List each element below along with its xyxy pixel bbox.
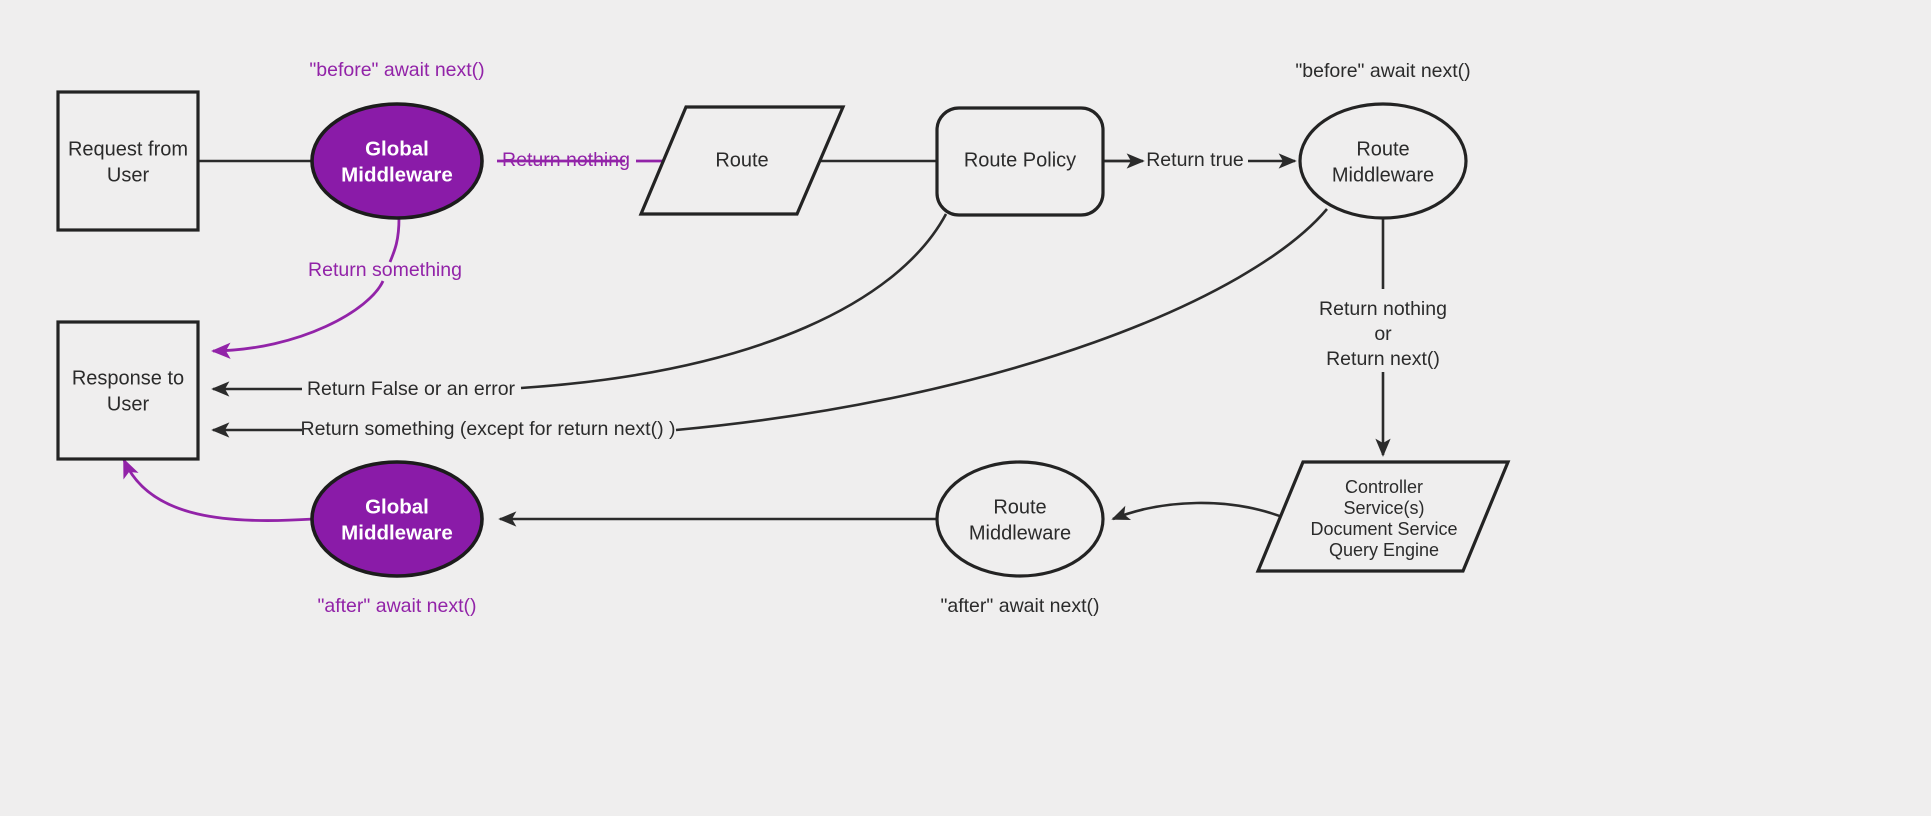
- annotation-after-await-next-route: "after" await next(): [940, 595, 1099, 617]
- node-controller-services[interactable]: Controller Service(s) Document Service Q…: [1255, 460, 1511, 573]
- node-route-mw-before-label-line2: Middleware: [1332, 164, 1434, 186]
- edge-global-middleware-after-to-response: [122, 458, 315, 522]
- annotation-before-await-next-route: "before" await next(): [1295, 60, 1470, 82]
- node-controller-label-line4: Query Engine: [1329, 540, 1439, 560]
- edge-label-return-something-except: Return something (except for return next…: [301, 418, 676, 440]
- edge-global-mw-to-label-something: [388, 217, 401, 263]
- edge-label-return-nothing-or-next-line3: Return next(): [1326, 348, 1440, 370]
- edge-label-return-nothing-or-next-line2: or: [1374, 323, 1392, 345]
- node-request-from-user[interactable]: Request from User: [56, 90, 200, 232]
- annotation-after-await-next-global: "after" await next(): [317, 595, 476, 617]
- node-global-mw-after-label-line2: Middleware: [341, 521, 453, 544]
- edge-label-return-nothing: Return nothing: [502, 149, 630, 171]
- node-global-middleware-after[interactable]: Global Middleware: [310, 460, 484, 578]
- node-route-mw-after-label-line2: Middleware: [969, 522, 1071, 544]
- node-route-policy-label: Route Policy: [964, 149, 1076, 171]
- edge-label-return-false-or-error: Return False or an error: [307, 378, 516, 400]
- node-route[interactable]: Route: [638, 105, 846, 216]
- edge-route-policy-to-response-curve: [520, 213, 948, 390]
- node-controller-label-line2: Service(s): [1343, 498, 1424, 518]
- node-route-middleware-after[interactable]: Route Middleware: [935, 460, 1105, 578]
- node-route-mw-after-label-line1: Route: [993, 496, 1046, 518]
- node-route-policy[interactable]: Route Policy: [935, 106, 1105, 217]
- node-route-label: Route: [715, 149, 768, 171]
- node-route-mw-before-label-line1: Route: [1356, 138, 1409, 160]
- node-global-mw-before-label-line1: Global: [365, 137, 429, 160]
- node-request-label-line1: Request from: [68, 138, 188, 160]
- annotation-before-await-next-global: "before" await next(): [309, 59, 484, 81]
- node-global-mw-after-label-line1: Global: [365, 495, 429, 518]
- edge-label-return-something: Return something: [308, 259, 462, 281]
- node-route-middleware-before[interactable]: Route Middleware: [1298, 102, 1468, 220]
- node-controller-label-line1: Controller: [1345, 477, 1423, 497]
- edge-route-middleware-to-response-curve: [675, 208, 1328, 432]
- node-global-mw-before-label-line2: Middleware: [341, 163, 453, 186]
- node-response-to-user[interactable]: Response to User: [56, 320, 200, 461]
- edge-label-return-nothing-or-next-line1: Return nothing: [1319, 298, 1447, 320]
- node-request-label-line2: User: [107, 164, 150, 186]
- node-global-middleware-before[interactable]: Global Middleware: [310, 102, 484, 220]
- edge-controller-to-route-middleware-after: [1111, 501, 1291, 522]
- edge-label-return-true: Return true: [1146, 149, 1244, 171]
- edge-label-something-to-response: [211, 280, 385, 360]
- node-controller-label-line3: Document Service: [1310, 519, 1457, 539]
- node-response-label-line1: Response to: [72, 367, 184, 389]
- node-response-label-line2: User: [107, 393, 150, 415]
